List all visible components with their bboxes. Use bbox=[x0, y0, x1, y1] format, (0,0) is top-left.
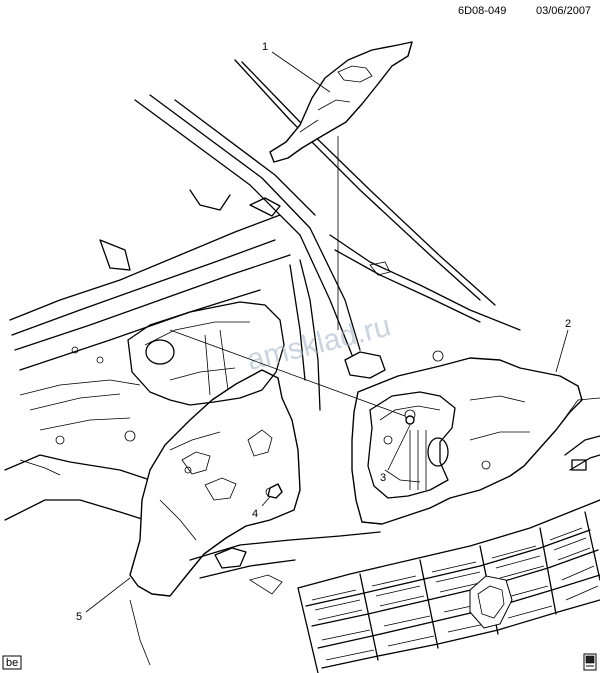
book-manual-icon bbox=[583, 653, 597, 671]
fastener-part-3 bbox=[405, 415, 415, 425]
part-2-shield bbox=[351, 357, 600, 525]
cowl-panel bbox=[4, 189, 291, 521]
fender-structure bbox=[289, 234, 521, 411]
callout-3: 3 bbox=[380, 472, 386, 484]
footer-badge-frame bbox=[2, 655, 22, 670]
part-1-bracket bbox=[269, 41, 413, 163]
callout-4: 4 bbox=[252, 508, 258, 520]
front-grille bbox=[297, 499, 600, 673]
footer-badge: be bbox=[6, 657, 18, 669]
callout-2: 2 bbox=[565, 318, 571, 330]
dash-panel bbox=[127, 301, 285, 406]
diagram-code: 6D08-049 bbox=[458, 5, 506, 17]
fastener-part-4 bbox=[267, 483, 283, 499]
windshield-frame bbox=[134, 59, 496, 356]
diagram-date: 03/06/2007 bbox=[536, 5, 591, 17]
callout-5: 5 bbox=[76, 611, 82, 623]
lower-body bbox=[129, 435, 600, 666]
callout-leaders bbox=[85, 51, 569, 613]
callout-1: 1 bbox=[262, 41, 268, 53]
